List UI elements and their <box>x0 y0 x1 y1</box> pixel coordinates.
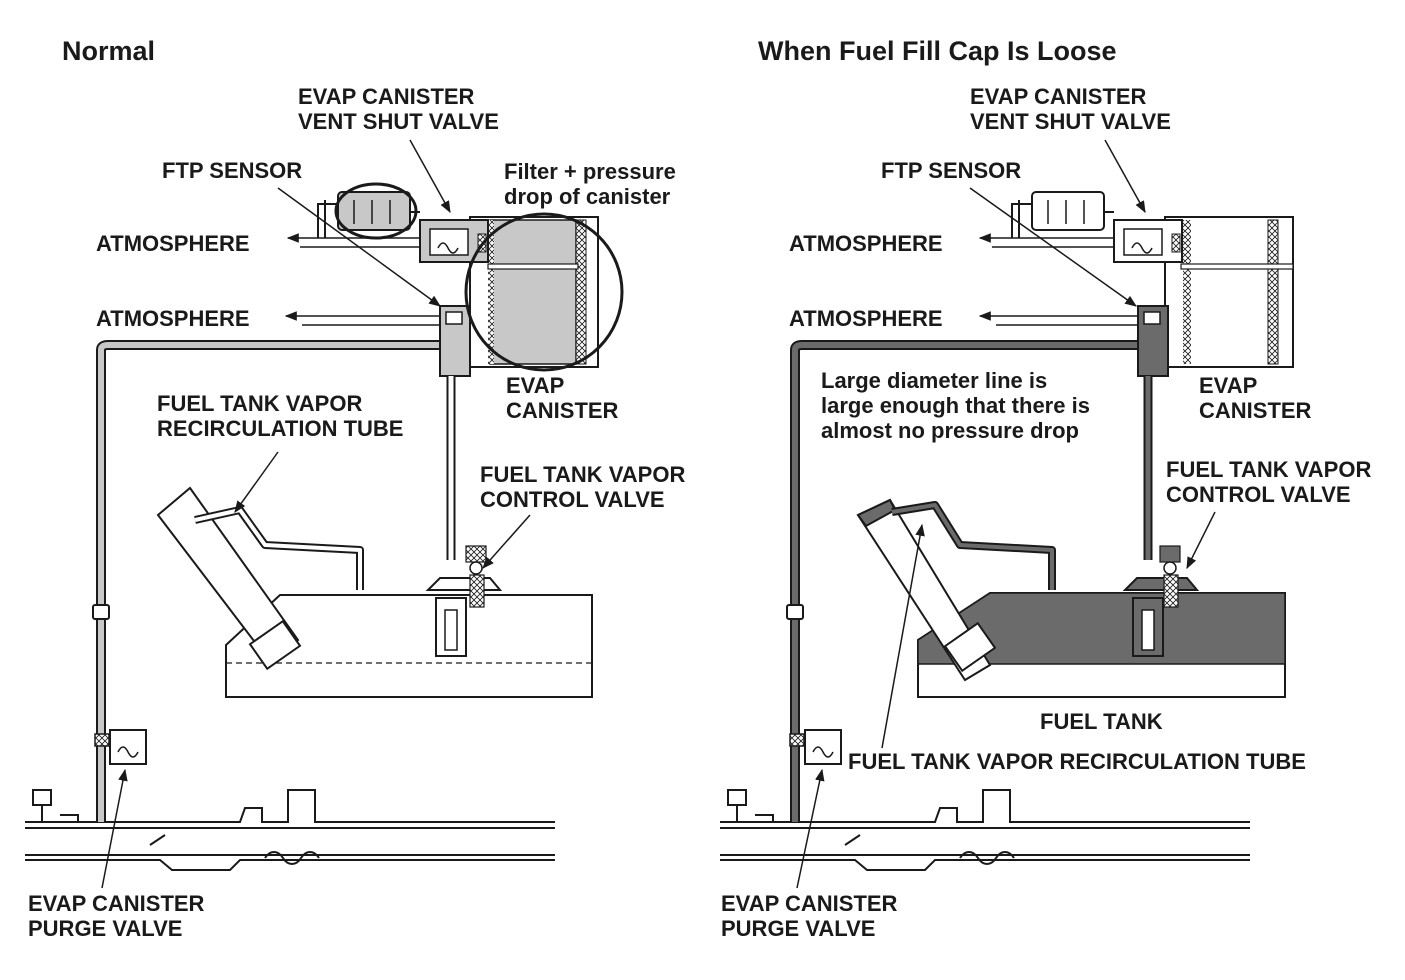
leaders-loose <box>796 139 1216 889</box>
normal-atmosphere-upper-label: ATMOSPHERE <box>96 231 250 256</box>
normal-title: Normal <box>62 36 156 66</box>
loose-panel <box>720 139 1294 889</box>
normal-vapor-control-valve-label: FUEL TANK VAPOR CONTROL VALVE <box>480 462 686 512</box>
canister-highlight-circle-normal <box>464 212 624 372</box>
loose-evap-canister-label: EVAP CANISTER <box>1199 373 1312 423</box>
ftp-sensor-body-loose <box>1011 191 1114 238</box>
purge-valve-body-loose <box>789 729 842 765</box>
loose-ftp-sensor-label: FTP SENSOR <box>881 158 1022 183</box>
loose-atmosphere-lower-label: ATMOSPHERE <box>789 306 943 331</box>
loose-recirc-tube-label: FUEL TANK VAPOR RECIRCULATION TUBE <box>848 749 1306 774</box>
loose-title: When Fuel Fill Cap Is Loose <box>758 36 1117 66</box>
purge-line-connector-loose <box>786 604 804 620</box>
normal-recirc-tube-label: FUEL TANK VAPOR RECIRCULATION TUBE <box>157 391 404 441</box>
atmosphere-lines-loose <box>978 233 1138 326</box>
purge-line-connector-normal <box>92 604 110 620</box>
loose-fuel-tank-label: FUEL TANK <box>1040 709 1163 734</box>
filler-neck-loose <box>856 498 997 682</box>
intake-manifold-loose <box>720 789 1250 871</box>
atmosphere-lines-normal <box>284 233 440 326</box>
normal-atmosphere-lower-label: ATMOSPHERE <box>96 306 250 331</box>
filler-neck-normal <box>156 486 302 671</box>
normal-ftp-sensor-label: FTP SENSOR <box>162 158 303 183</box>
loose-large-line-note: Large diameter line is large enough that… <box>821 368 1090 443</box>
vapor-control-valve-body-loose <box>1122 545 1200 657</box>
loose-atmosphere-upper-label: ATMOSPHERE <box>789 231 943 256</box>
vent-shut-valve-body-loose <box>1113 219 1183 263</box>
loose-vent-shut-valve-label: EVAP CANISTER VENT SHUT VALVE <box>970 84 1171 134</box>
purge-valve-body-normal <box>94 729 147 765</box>
normal-purge-valve-label: EVAP CANISTER PURGE VALVE <box>28 891 205 941</box>
loose-purge-valve-label: EVAP CANISTER PURGE VALVE <box>721 891 898 941</box>
loose-vapor-control-valve-label: FUEL TANK VAPOR CONTROL VALVE <box>1166 457 1372 507</box>
normal-panel <box>25 139 624 889</box>
vent-shut-valve-body-normal <box>419 219 489 263</box>
ftp-highlight-circle-normal <box>334 182 418 240</box>
normal-filter-note: Filter + pressure drop of canister <box>504 159 676 209</box>
leaders-normal <box>101 139 531 889</box>
normal-evap-canister-label: EVAP CANISTER <box>506 373 619 423</box>
vapor-control-valve-body-normal <box>425 545 503 657</box>
normal-vent-shut-valve-label: EVAP CANISTER VENT SHUT VALVE <box>298 84 499 134</box>
